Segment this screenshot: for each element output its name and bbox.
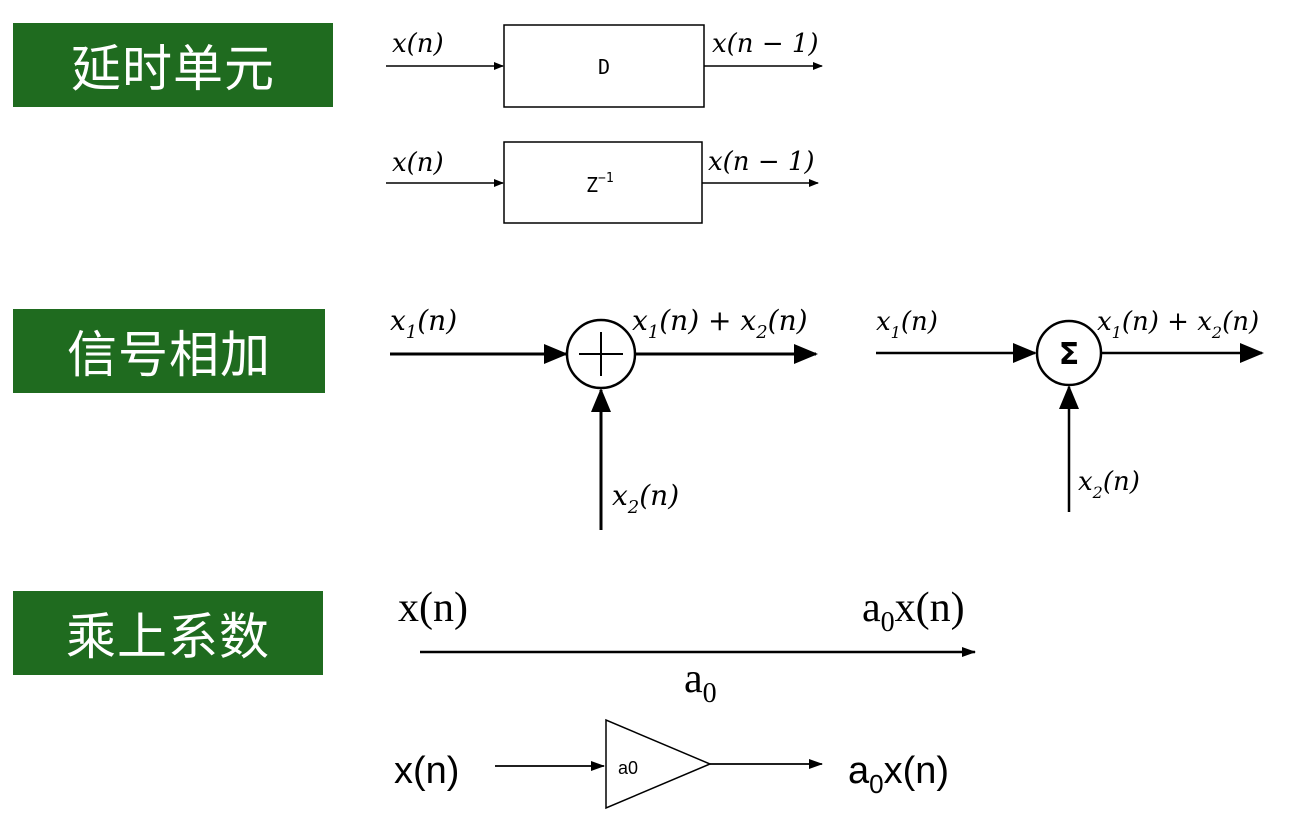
delay2-input-label: x(n) <box>392 148 444 178</box>
section-label-multiply: 乘上系数 <box>13 591 323 675</box>
adder2-input1-label: x1(n) <box>876 307 938 342</box>
mult2-output-label: a0x(n) <box>848 750 949 799</box>
adder-sigma: x1(n) Σ x1(n) + x2(n) x2(n) <box>876 307 1264 512</box>
gain-label: a0 <box>618 758 638 778</box>
adder2-input2-label: x2(n) <box>1078 467 1140 502</box>
delay1-input-label: x(n) <box>392 29 444 59</box>
adder1-output-label: x1(n) + x2(n) <box>632 304 808 343</box>
multiplier-triangle: x(n) a0 a0x(n) <box>394 718 949 810</box>
delay2-box-label: Z−1 <box>586 171 614 197</box>
sigma-icon: Σ <box>1059 337 1080 372</box>
gain-triangle <box>605 718 712 810</box>
mult1-coef-label: a0 <box>684 656 717 709</box>
adder-plus: x1(n) x1(n) + x2(n) x2(n) <box>390 304 818 530</box>
delay2-output-label: x(n − 1) <box>708 147 815 177</box>
section-label-delay: 延时单元 <box>13 23 333 107</box>
mult1-output-label: a0x(n) <box>862 585 965 638</box>
mult2-input-label: x(n) <box>394 750 459 792</box>
delay-block-z: x(n) Z−1 x(n − 1) <box>386 141 819 224</box>
delay1-box-label: D <box>598 55 610 79</box>
section-label-add: 信号相加 <box>13 309 325 393</box>
multiplier-arrow: x(n) a0x(n) a0 <box>398 585 976 709</box>
adder1-input2-label: x2(n) <box>612 479 679 518</box>
adder1-input1-label: x1(n) <box>390 304 457 343</box>
delay-block-d: x(n) D x(n − 1) <box>386 24 823 108</box>
delay1-output-label: x(n − 1) <box>712 29 819 59</box>
mult1-input-label: x(n) <box>398 585 468 631</box>
adder2-output-label: x1(n) + x2(n) <box>1097 307 1259 342</box>
